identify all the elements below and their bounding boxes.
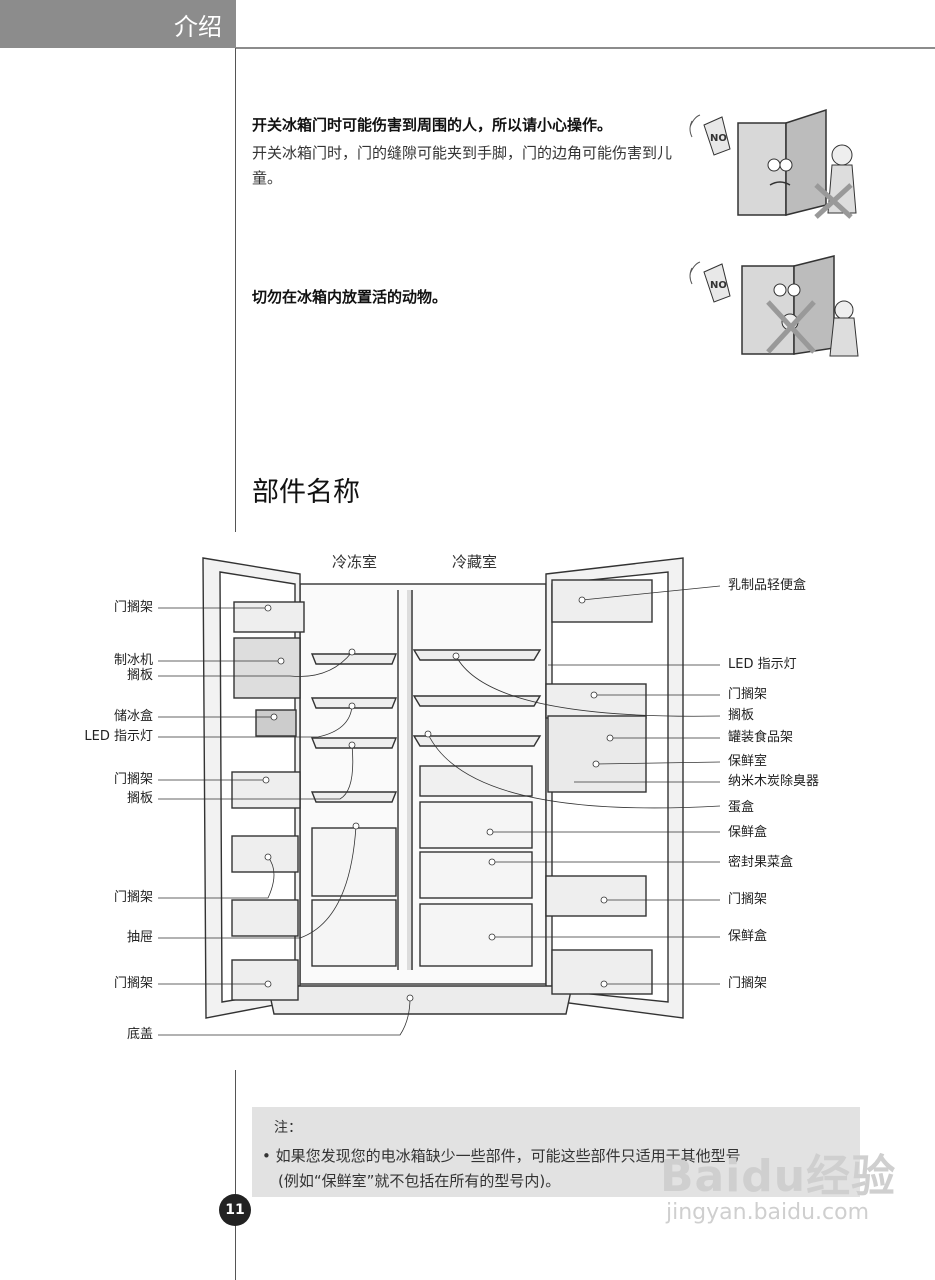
label-shelf: 搁板 [126, 668, 153, 683]
warning-1-body: 开关冰箱门时，门的缝隙可能夹到手脚，门的边角可能伤害到儿童。 [252, 144, 673, 187]
eye-icon [787, 283, 801, 297]
child-head-icon [831, 144, 853, 166]
fridge-compartment-label: 冷藏室 [452, 553, 498, 571]
watermark: Baidu经验 jingyan.baidu.com [660, 1140, 896, 1225]
margin-rule-bottom [235, 1070, 236, 1280]
label-led-indicator: LED 指示灯 [84, 729, 153, 744]
child-head-icon [834, 300, 854, 320]
no-sign-text: NO [710, 133, 727, 144]
label-ice-bin: 储冰盒 [113, 709, 153, 724]
label-crisper: 保鲜盒 [728, 929, 768, 944]
label-egg-box: 蛋盒 [728, 800, 755, 815]
label-door-shelf: 门搁架 [728, 976, 768, 991]
ice-bin [255, 709, 297, 737]
label-door-shelf: 门搁架 [113, 890, 153, 905]
watermark-url: jingyan.baidu.com [666, 1200, 870, 1225]
label-fresh-room: 保鲜室 [728, 754, 768, 769]
label-can-rack: 罐装食品架 [728, 730, 794, 745]
dairy-box [551, 579, 653, 623]
cross-mark-icon [766, 300, 816, 354]
parts-title: 部件名称 [252, 477, 360, 508]
fridge-door-left [741, 265, 795, 355]
hand-icon [703, 263, 731, 303]
fridge-crisper [419, 801, 533, 849]
label-ice-maker: 制冰机 [113, 653, 153, 668]
cross-mark-icon [814, 183, 853, 219]
note-line-2: (例如“保鲜室”就不包括在所有的型号内)。 [278, 1172, 561, 1190]
watermark-logo: Baidu经验 [660, 1151, 897, 1202]
label-shelf: 搁板 [126, 791, 153, 806]
note-box [252, 1107, 860, 1197]
freezer-shelf [310, 791, 398, 803]
label-door-shelf: 门搁架 [113, 772, 153, 787]
label-door-shelf: 门搁架 [113, 976, 153, 991]
no-sign-text: NO [710, 280, 727, 291]
eye-icon [773, 283, 787, 297]
fridge-shelf [412, 649, 542, 661]
label-deodorizer: 纳米木炭除臭器 [728, 774, 820, 789]
sealed-crisper [419, 851, 533, 899]
freezer-drawer [311, 899, 397, 967]
warning-2-illustration: NO [689, 255, 859, 357]
right-leader-lines [427, 585, 721, 985]
fridge-shelf [412, 695, 542, 707]
section-title: 介绍 [174, 12, 222, 41]
margin-rule-top [235, 48, 236, 532]
section-tab: 介绍 [0, 0, 236, 48]
note-title: 注： [274, 1120, 302, 1136]
egg-box-area [419, 765, 533, 797]
header-rule [236, 47, 935, 49]
eye-icon [767, 158, 781, 172]
wave-icon [689, 114, 701, 138]
fridge-drawer [419, 903, 533, 967]
hand-icon [703, 116, 731, 156]
callout-dots [262, 596, 614, 1002]
fresh-room [547, 715, 647, 793]
mouth-icon [769, 181, 791, 186]
label-led-indicator: LED 指示灯 [728, 657, 797, 672]
label-shelf: 搁板 [728, 708, 755, 723]
label-door-shelf: 门搁架 [728, 892, 768, 907]
eye-icon [779, 158, 793, 172]
page-number: 11 [219, 1194, 251, 1226]
label-drawer: 抽屉 [126, 930, 153, 945]
warning-1-title: 开关冰箱门时可能伤害到周围的人，所以请小心操作。 [252, 116, 613, 134]
label-crisper: 保鲜盒 [728, 825, 768, 840]
label-door-shelf: 门搁架 [113, 600, 153, 615]
ice-maker [233, 637, 301, 699]
freezer-shelf [310, 653, 398, 665]
door-bin [231, 959, 299, 1001]
door-bin [545, 875, 647, 917]
label-base-cover: 底盖 [126, 1027, 153, 1042]
warning-1-illustration: NO [689, 108, 857, 219]
door-bin [231, 835, 299, 873]
label-dairy-box: 乳制品轻便盒 [728, 578, 807, 593]
refrigerator-diagram [158, 557, 721, 1036]
door-bin [545, 683, 647, 719]
freezer-label: 冷冻室 [332, 553, 378, 571]
wave-icon [689, 261, 701, 285]
fridge-shelf [412, 735, 542, 747]
base-cover [267, 985, 573, 1015]
label-sealed-crisper: 密封果菜盒 [728, 855, 794, 870]
note-line-1: • 如果您发现您的电冰箱缺少一些部件，可能这些部件只适用于其他型号 [262, 1147, 741, 1165]
freezer-drawer [311, 827, 397, 897]
freezer-shelf [310, 697, 398, 709]
warning-2-title: 切勿在冰箱内放置活的动物。 [252, 288, 448, 306]
child-body-icon [829, 317, 859, 357]
label-door-shelf: 门搁架 [728, 687, 768, 702]
door-bin [551, 949, 653, 995]
door-bin [231, 899, 299, 937]
left-leader-lines [158, 607, 411, 1036]
